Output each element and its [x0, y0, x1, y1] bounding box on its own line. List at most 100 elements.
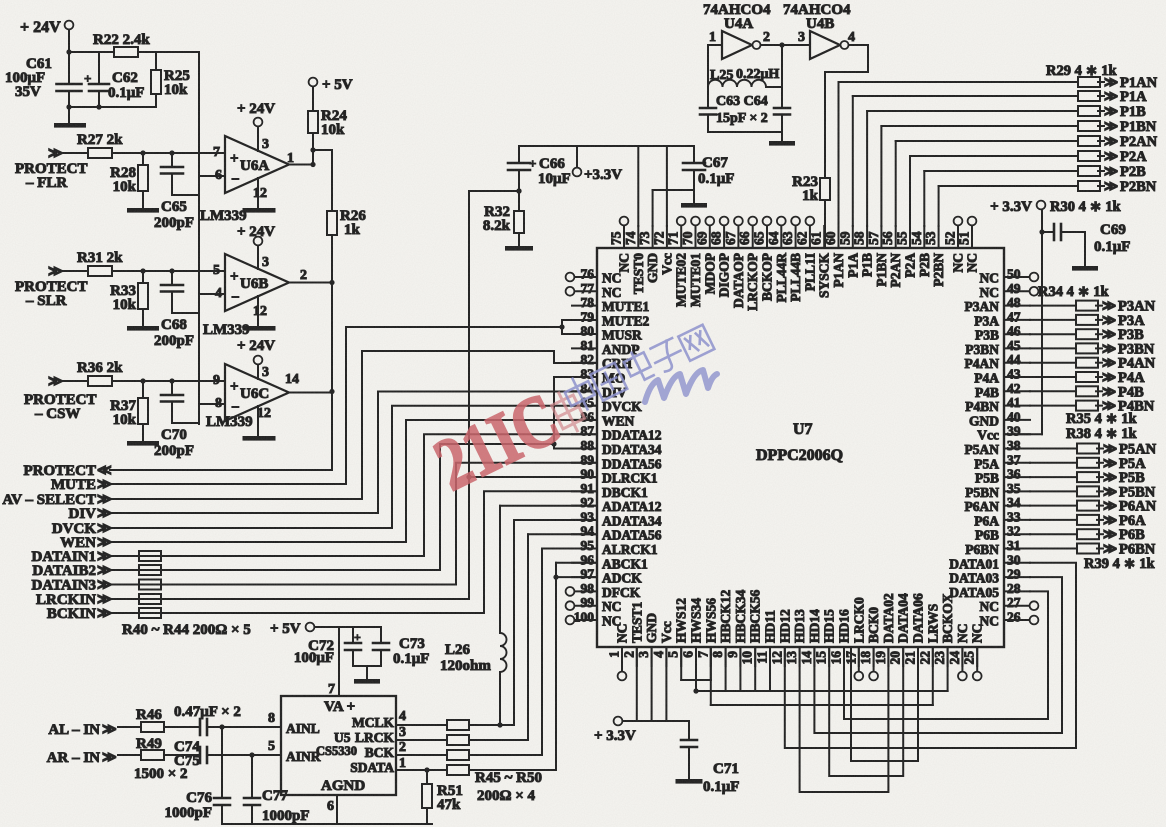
- svg-text:C77: C77: [262, 788, 288, 804]
- svg-text:C63 C64: C63 C64: [716, 94, 768, 109]
- svg-text:12: 12: [253, 186, 267, 201]
- svg-text:P5A: P5A: [1119, 456, 1146, 472]
- svg-text:0.1μF: 0.1μF: [1094, 239, 1130, 255]
- svg-text:0.1μF: 0.1μF: [393, 651, 429, 667]
- svg-text:10: 10: [740, 651, 755, 665]
- svg-text:15: 15: [814, 651, 829, 665]
- svg-text:AR – IN: AR – IN: [47, 750, 101, 766]
- svg-text:P1A: P1A: [1120, 89, 1147, 105]
- svg-text:≫: ≫: [102, 723, 117, 738]
- svg-text:LM339: LM339: [200, 208, 247, 224]
- svg-text:DATA01: DATA01: [949, 556, 999, 571]
- svg-text:AINL: AINL: [286, 721, 320, 736]
- svg-text:78: 78: [581, 295, 595, 310]
- svg-text:Vсс: Vсс: [659, 621, 674, 643]
- svg-text:5: 5: [268, 739, 275, 754]
- svg-text:2: 2: [763, 30, 770, 45]
- svg-text:48: 48: [1007, 295, 1021, 310]
- svg-text:36: 36: [1007, 467, 1021, 482]
- svg-text:87: 87: [581, 424, 595, 439]
- svg-text:66: 66: [737, 231, 752, 245]
- svg-text:≫: ≫: [1104, 164, 1118, 179]
- svg-text:55: 55: [895, 231, 910, 245]
- svg-text:P1B: P1B: [860, 253, 875, 277]
- svg-text:P5BN: P5BN: [965, 485, 999, 500]
- svg-text:4: 4: [215, 286, 222, 301]
- svg-text:+ 5V: + 5V: [322, 77, 353, 93]
- svg-text:≫: ≫: [1103, 527, 1117, 542]
- svg-text:≫: ≫: [1102, 312, 1116, 327]
- svg-text:3: 3: [399, 725, 406, 740]
- svg-text:P3B: P3B: [1118, 327, 1144, 343]
- svg-text:1500 × 2: 1500 × 2: [134, 766, 188, 782]
- svg-text:MDOP: MDOP: [702, 253, 717, 294]
- svg-text:ADCK: ADCK: [602, 571, 642, 586]
- svg-text:10k: 10k: [113, 412, 137, 428]
- svg-text:+ 3.3V: + 3.3V: [990, 199, 1032, 215]
- svg-text:≫: ≫: [1104, 149, 1118, 164]
- svg-text:92: 92: [581, 495, 595, 510]
- svg-text:R25: R25: [164, 68, 190, 84]
- svg-text:P2AN: P2AN: [888, 253, 903, 288]
- svg-text:0.22μH: 0.22μH: [736, 67, 779, 82]
- svg-text:DVCK: DVCK: [602, 399, 642, 414]
- svg-text:R32: R32: [484, 204, 510, 220]
- svg-text:R22 2.4k: R22 2.4k: [93, 32, 150, 48]
- svg-text:≫: ≫: [1103, 455, 1117, 470]
- svg-text:P2B: P2B: [917, 253, 932, 277]
- svg-text:≫: ≫: [97, 522, 112, 537]
- svg-text:44: 44: [1007, 352, 1021, 367]
- svg-text:PROTECT: PROTECT: [24, 392, 97, 408]
- svg-text:MUSR: MUSR: [602, 328, 642, 343]
- svg-text:AV – SELECT: AV – SELECT: [2, 492, 96, 508]
- svg-text:1: 1: [287, 151, 294, 166]
- svg-text:DATA04: DATA04: [896, 593, 911, 643]
- svg-text:ADATA12: ADATA12: [602, 499, 662, 514]
- svg-text:45: 45: [1007, 338, 1021, 353]
- svg-text:DATAIB2: DATAIB2: [32, 563, 96, 579]
- svg-text:U6B: U6B: [240, 276, 268, 292]
- svg-text:29: 29: [1007, 567, 1021, 582]
- svg-text:NC: NC: [965, 253, 980, 273]
- svg-text:R31 2k: R31 2k: [77, 250, 123, 266]
- svg-text:21IC: 21IC: [423, 378, 572, 507]
- svg-text:≫: ≫: [97, 564, 112, 579]
- svg-text:3: 3: [798, 30, 805, 45]
- svg-text:200pF: 200pF: [154, 333, 194, 349]
- svg-text:35: 35: [1007, 481, 1021, 496]
- svg-text:72: 72: [651, 231, 666, 245]
- svg-text:P2A: P2A: [1120, 149, 1147, 165]
- svg-text:8.2k: 8.2k: [483, 218, 511, 234]
- svg-text:≫: ≫: [1103, 541, 1117, 556]
- svg-text:52: 52: [943, 231, 958, 245]
- svg-text:8: 8: [215, 396, 222, 411]
- svg-text:≫: ≫: [1102, 341, 1116, 356]
- svg-text:R46: R46: [136, 707, 162, 723]
- svg-text:77: 77: [581, 281, 595, 296]
- svg-text:DVCK: DVCK: [52, 521, 96, 537]
- svg-text:9: 9: [725, 651, 740, 658]
- svg-text:LM339: LM339: [203, 322, 250, 338]
- svg-text:35V: 35V: [15, 84, 41, 100]
- svg-text:PLL44R: PLL44R: [774, 253, 789, 303]
- svg-text:DATA03: DATA03: [949, 571, 999, 586]
- svg-text:90: 90: [581, 467, 595, 482]
- svg-text:DATA05: DATA05: [949, 585, 999, 600]
- svg-text:≫: ≫: [97, 607, 112, 622]
- svg-text:NC: NC: [615, 624, 630, 644]
- svg-text:1: 1: [607, 651, 622, 658]
- svg-text:89: 89: [581, 452, 595, 467]
- svg-text:DDATA34: DDATA34: [602, 442, 662, 457]
- svg-text:13: 13: [784, 651, 799, 665]
- svg-text:19: 19: [873, 651, 888, 665]
- svg-text:14: 14: [285, 372, 299, 387]
- svg-text:LM339: LM339: [206, 414, 253, 430]
- svg-text:53: 53: [923, 231, 938, 245]
- svg-text:P3BN: P3BN: [965, 342, 999, 357]
- svg-text:VA +: VA +: [324, 699, 355, 715]
- svg-text:25: 25: [962, 651, 977, 665]
- svg-text:−: −: [231, 172, 240, 188]
- svg-text:C65: C65: [161, 199, 187, 215]
- svg-text:DPPC2006Q: DPPC2006Q: [756, 447, 843, 464]
- svg-text:22: 22: [917, 651, 932, 665]
